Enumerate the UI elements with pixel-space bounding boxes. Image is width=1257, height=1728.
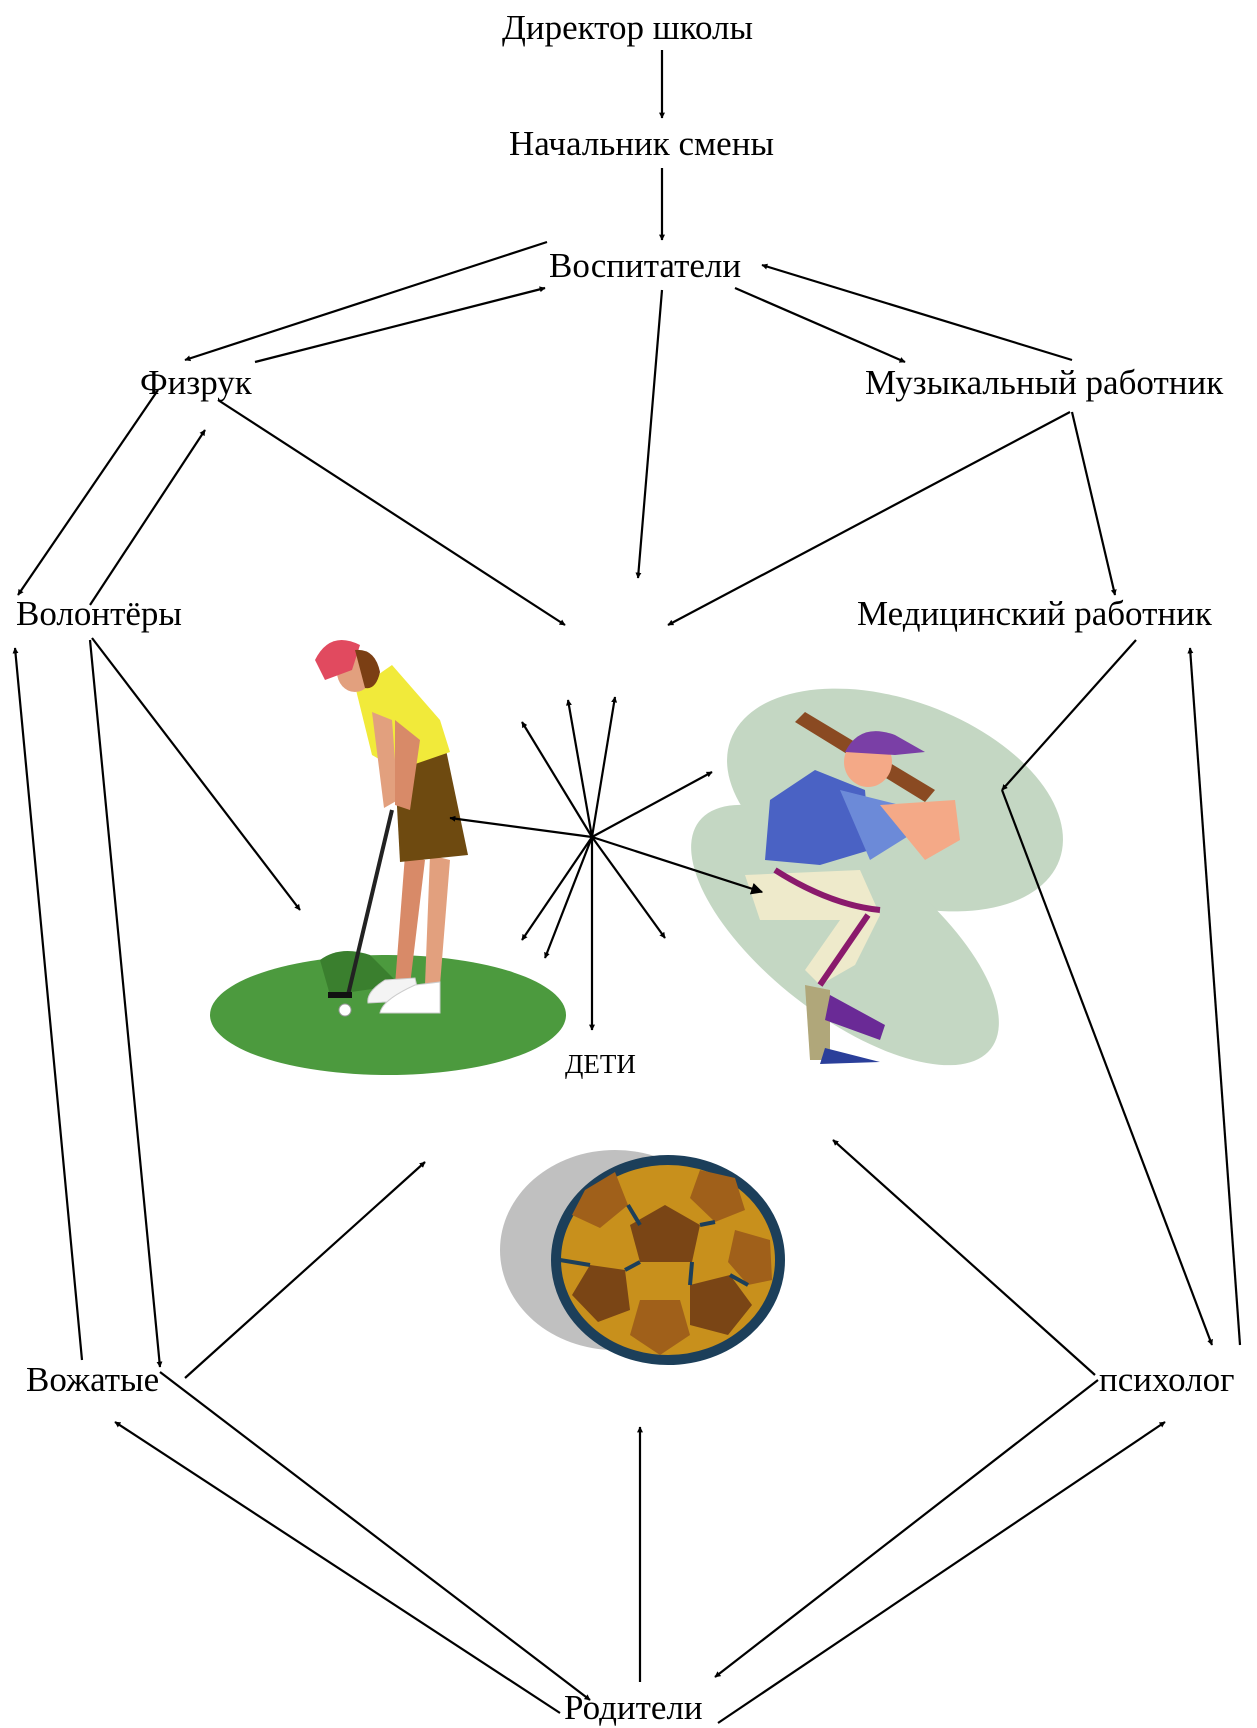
node-parents: Родители [564,1688,703,1727]
arrow-phys-teachers [254,286,546,364]
arrow-volunteers-golfer [91,637,301,911]
arrow-music-medic [1070,411,1117,596]
arrow-parents-psych [717,1421,1166,1724]
arrow-music-teachers [761,263,1073,362]
node-counselors: Вожатые [26,1360,160,1399]
node-medical-worker: Медицинский работник [857,594,1212,633]
arrow-music-children [667,411,1071,626]
arrow-teachers-phys [184,240,548,362]
arrow-medic-batter [1001,639,1137,791]
arrow-volunteers-phys [89,429,206,606]
children-radiating-arrows [449,696,764,1031]
baseball-batter-clipart [691,688,1063,1066]
node-psychologist: психолог [1099,1360,1235,1399]
node-children: ДЕТИ [565,1049,636,1079]
arrow-counselors-parents [159,1371,591,1701]
arrow-medic-psych [1000,789,1214,1346]
soccer-ball-clipart [500,1150,785,1365]
node-shift-head: Начальник смены [509,124,774,163]
arrow-psych-children [832,1139,1096,1376]
arrow-volunteers-counselors [88,639,163,1368]
arrow-counselors-children [184,1161,426,1379]
node-volunteers: Волонтёры [16,594,182,633]
golfer-clipart [210,640,566,1075]
arrow-teachers-music [734,286,906,364]
arrow-psych-parents [714,1379,1099,1678]
node-director: Директор школы [502,8,753,47]
node-pe-teacher: Физрук [140,363,252,402]
arrow-counselors-volunteers [12,647,84,1361]
arrow-teachers-children [635,289,664,579]
arrow-phys-volunteers [17,389,159,596]
arrow-psych-medic [1187,647,1242,1346]
node-teachers: Воспитатели [549,246,742,285]
node-music-worker: Музыкальный работник [865,363,1224,402]
arrows [12,50,1242,1724]
arrow-parents-counselors [114,1421,561,1714]
arrow-phys-children [217,399,566,626]
